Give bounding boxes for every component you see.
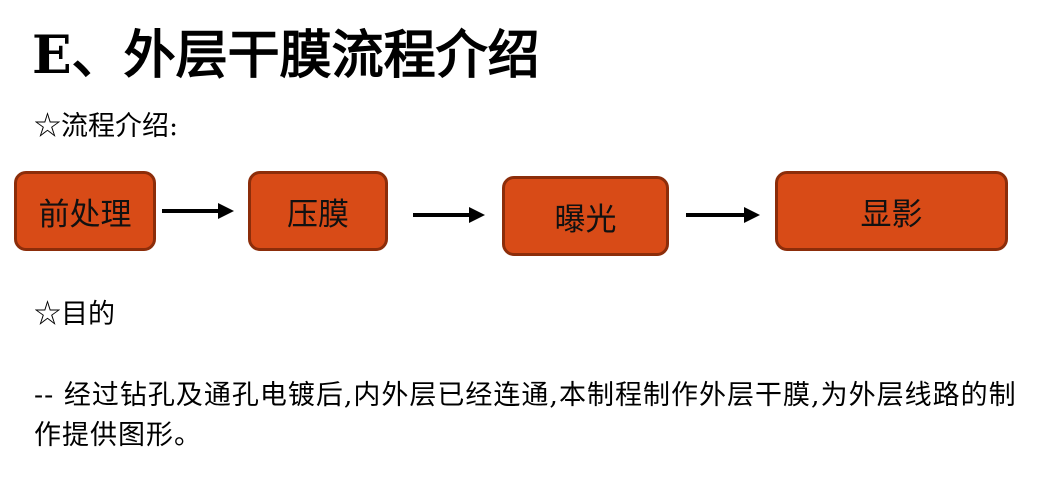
process-heading: ☆流程介绍: [34,111,179,142]
purpose-heading: ☆目的 [34,299,115,330]
purpose-text: -- 经过钻孔及通孔电镀后,内外层已经连通,本制程制作外层干膜,为外层线路的制作… [34,380,1017,451]
flow-arrow-1 [162,203,234,219]
flow-arrow-2 [413,207,485,223]
process-step-lamination: 压膜 [248,171,388,251]
slide-title: E、外层干膜流程介绍 [32,25,540,86]
process-step-pretreatment: 前处理 [14,171,156,251]
process-step-exposure: 曝光 [502,176,669,256]
flow-arrow-3 [686,207,760,223]
process-step-development: 显影 [775,171,1008,251]
